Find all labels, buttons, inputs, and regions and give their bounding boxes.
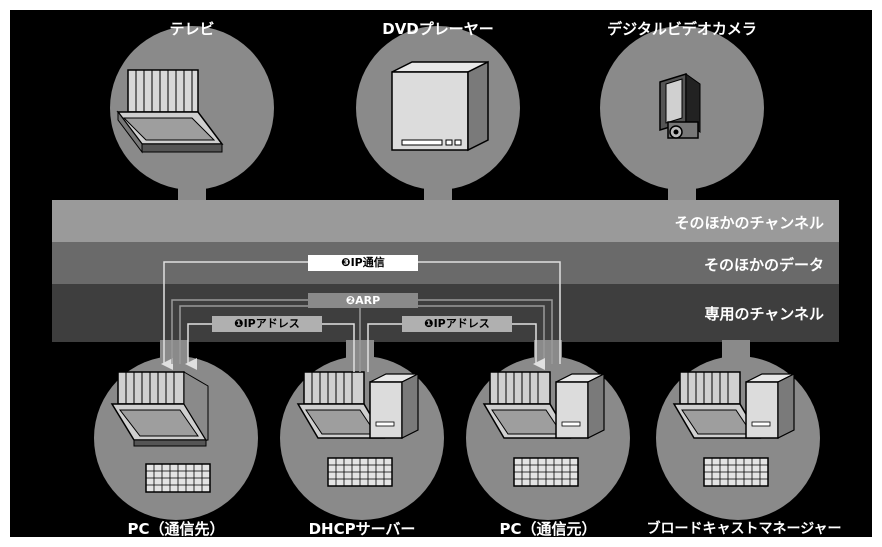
band-other-channel (52, 200, 839, 242)
pc-source-label: PC（通信元） (499, 520, 597, 538)
ip-address-right-label: ❶IPアドレス (424, 317, 490, 330)
tv-label: テレビ (169, 20, 215, 38)
tv-icon (116, 69, 224, 154)
band-other-data (52, 242, 839, 284)
pc-icon (672, 371, 795, 487)
band-dedicated-channel (52, 284, 839, 342)
band-other-channel-label: そのほかのチャンネル (674, 214, 824, 232)
dhcp-server-label: DHCPサーバー (308, 520, 416, 538)
band-other-data-label: そのほかのデータ (703, 256, 824, 274)
ip-address-right-label-box (402, 316, 512, 332)
ip-comm-label: ❸IP通信 (341, 256, 385, 269)
dvd-player-label: DVDプレーヤー (382, 20, 494, 38)
pc-icon (110, 371, 211, 493)
pc-dest-label: PC（通信先） (127, 520, 225, 538)
ip-address-left-label-box (212, 316, 322, 332)
dvd-player-icon (391, 60, 489, 152)
video-camera-icon (659, 72, 701, 139)
video-camera-label: デジタルビデオカメラ (607, 20, 757, 38)
ip-address-left-label: ❶IPアドレス (234, 317, 300, 330)
pc-icon (482, 371, 605, 487)
ip-comm-label-box (308, 255, 418, 271)
arp-label-box (308, 293, 418, 308)
server-icon (296, 371, 419, 487)
arp-label: ❷ARP (345, 294, 381, 307)
band-dedicated-channel-label: 専用のチャンネル (704, 305, 824, 323)
broadcast-manager-label: ブロードキャストマネージャー (646, 521, 842, 537)
